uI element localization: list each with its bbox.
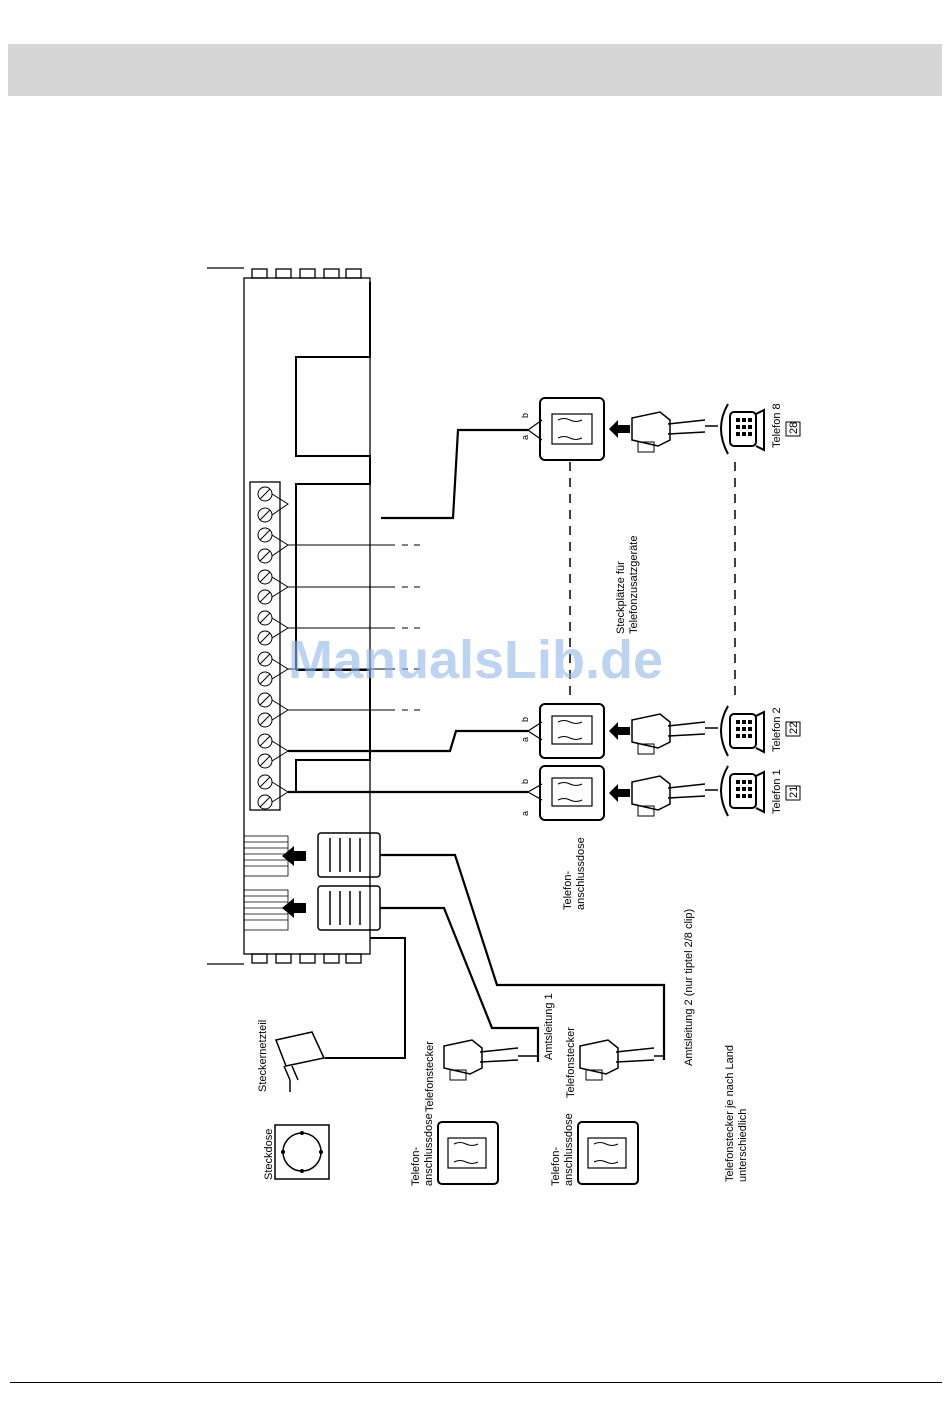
- amt-jack-1: [317, 885, 381, 931]
- telefon-8-label: Telefon 8: [771, 403, 783, 448]
- amtsleitung-2-label: Amtsleitung 2 (nur tiptel 2/8 clip): [683, 909, 695, 1066]
- telefonstecker-label-a: Telefonstecker: [424, 1041, 436, 1112]
- wall-dose-a-label-1: Telefon-: [410, 1147, 422, 1186]
- top-connector-tabs: [251, 268, 362, 279]
- socket-2-b: b: [520, 717, 530, 722]
- steckernetzteil-icon: [274, 1031, 326, 1092]
- arrow-port-1: [282, 898, 306, 918]
- badge-28: 28: [788, 422, 800, 434]
- telefon-1-icon: [720, 765, 765, 817]
- telefon-socket-8: [527, 397, 605, 461]
- arrow-socket-2: [609, 722, 630, 740]
- anschlussdose-label-2: anschlussdose: [575, 837, 587, 910]
- steckplaetze-label-1: Steckplätze für: [615, 561, 627, 634]
- plug-2: [631, 713, 718, 755]
- telefonstecker-label-b: Telefonstecker: [565, 1027, 577, 1098]
- wall-dose-b-label-1: Telefon-: [550, 1147, 562, 1186]
- badge-22: 22: [788, 722, 800, 734]
- amtsleitung-1-label: Amtsleitung 1: [543, 993, 555, 1060]
- socket-8-a: a: [520, 435, 530, 440]
- badge-28-box: [785, 421, 801, 437]
- power-cable: [325, 937, 406, 1059]
- header-band: [8, 44, 942, 96]
- badge-21: 21: [788, 786, 800, 798]
- socket-2-a: a: [520, 737, 530, 742]
- arrow-port-2: [282, 846, 306, 866]
- base-unit: [207, 267, 371, 965]
- anschlussdose-label-1: Telefon-: [562, 871, 574, 910]
- wall-dose-a: [437, 1121, 499, 1185]
- amt-plug-1: [443, 1039, 538, 1081]
- amt-jack-2: [317, 832, 381, 878]
- arrow-socket-1: [609, 784, 630, 802]
- wall-dose-a-label-2: anschlussdose: [423, 1113, 435, 1186]
- arrow-socket-8: [609, 420, 630, 438]
- phone-wires: [288, 428, 528, 794]
- extension-lines: [288, 544, 420, 711]
- plug-1: [631, 775, 718, 817]
- socket-8-b: b: [520, 413, 530, 418]
- unit-ports: [243, 835, 289, 931]
- socket-1-b: b: [520, 779, 530, 784]
- wall-dose-b: [577, 1121, 639, 1185]
- telefon-socket-1: [527, 765, 605, 821]
- stecker-note-2: unterschiedlich: [737, 1109, 749, 1182]
- steckernetzteil-label: Steckernetzteil: [257, 1020, 269, 1092]
- plug-8: [631, 411, 718, 453]
- amt-plug-2: [579, 1039, 664, 1081]
- socket-1-a: a: [520, 811, 530, 816]
- footer-rule: [10, 1382, 942, 1383]
- internal-wiring: [295, 282, 371, 792]
- amt-cables: [380, 853, 666, 1062]
- terminal-screws: [257, 486, 273, 810]
- wall-dose-b-label-2: anschlussdose: [563, 1113, 575, 1186]
- watermark: ManualsLib.de: [288, 630, 663, 690]
- telefon-socket-2: [527, 703, 605, 759]
- telefon-2-icon: [720, 705, 765, 757]
- telefon-1-label: Telefon 1: [771, 769, 783, 814]
- stecker-note-1: Telefonstecker je nach Land: [724, 1045, 736, 1182]
- terminal-strip: [249, 481, 281, 811]
- badge-21-box: [785, 785, 801, 801]
- telefon-2-label: Telefon 2: [771, 707, 783, 752]
- bottom-connector-tabs: [251, 953, 362, 964]
- telefon-8-icon: [720, 403, 765, 455]
- badge-22-box: [785, 721, 801, 737]
- steckdose-label: Steckdose: [263, 1129, 275, 1180]
- steckplaetze-label-2: Telefonzusatzgeräte: [628, 536, 640, 634]
- keypads: [736, 418, 752, 798]
- dashed-slot-lines: [569, 462, 736, 702]
